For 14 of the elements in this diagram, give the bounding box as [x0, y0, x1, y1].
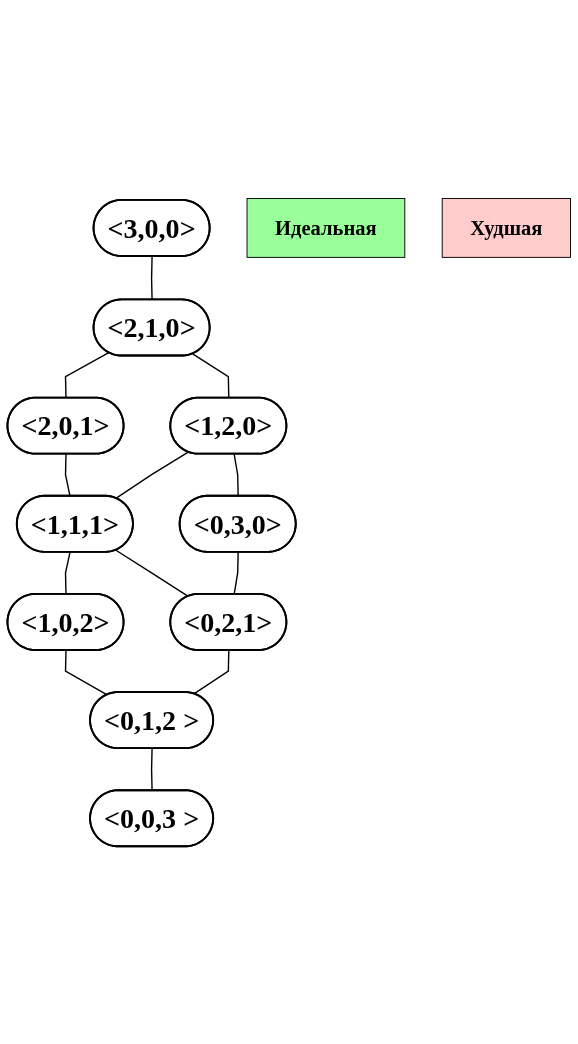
connector [115, 549, 189, 597]
connector [64, 351, 110, 399]
node-box: Худшая [441, 197, 571, 258]
connector [150, 747, 153, 791]
connector [64, 453, 71, 497]
connector [193, 649, 230, 695]
connector [64, 551, 71, 595]
connector [150, 255, 153, 301]
connector [115, 451, 189, 499]
connector [64, 649, 108, 696]
connector [191, 352, 230, 399]
connector [233, 453, 239, 497]
connector [233, 551, 239, 595]
node-box: Идеальная [246, 197, 406, 258]
